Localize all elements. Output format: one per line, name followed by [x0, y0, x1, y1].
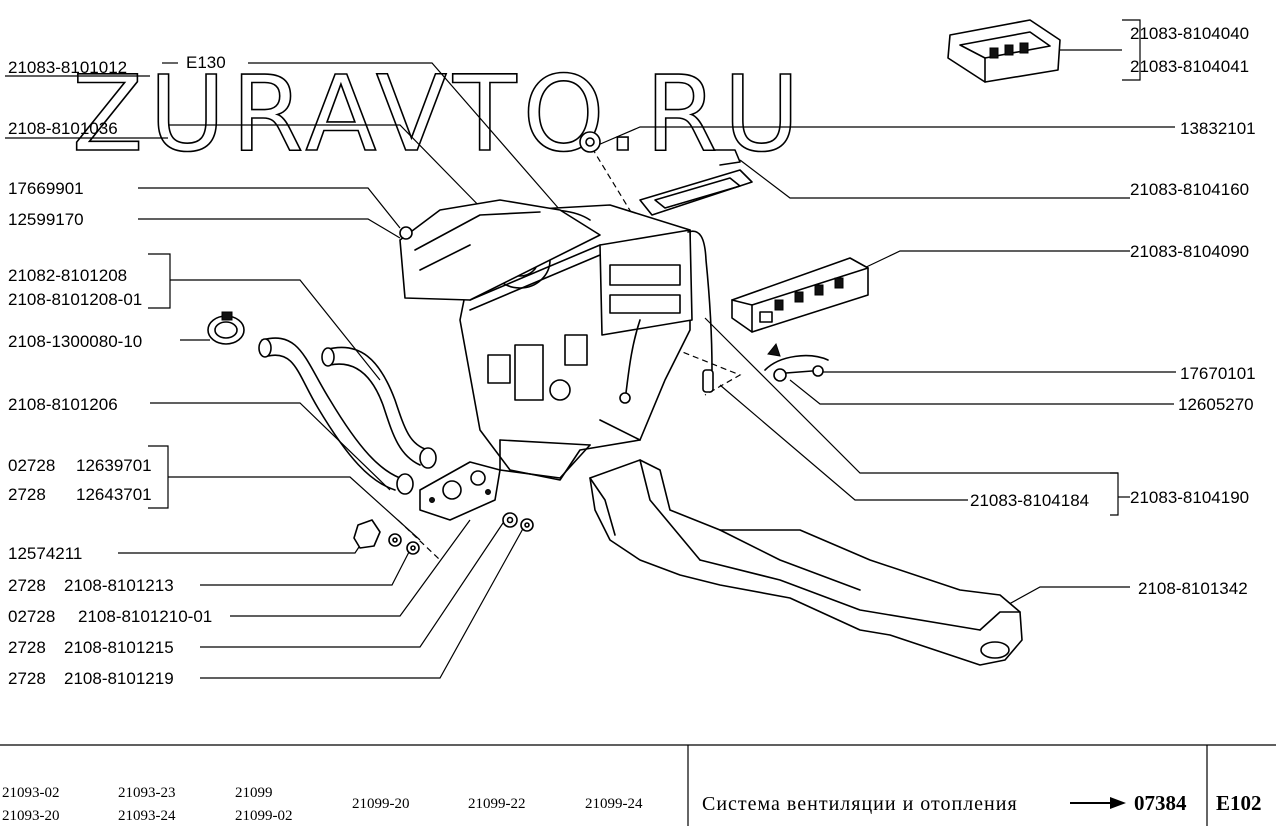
label-l14a: 2728	[8, 669, 46, 688]
part-cable-rod	[619, 230, 714, 404]
label-r4: 21083-8104160	[1130, 180, 1249, 199]
label-l9a: 2728	[8, 485, 46, 504]
label-l3: 17669901	[8, 179, 84, 198]
watermark: ZURAVTO.RU	[72, 53, 806, 175]
part-hose-2	[321, 346, 437, 469]
model-3-line1: 21099	[235, 785, 273, 801]
label-r8: 21083-8104184	[970, 491, 1089, 510]
arrow-icon	[1070, 797, 1126, 809]
model-2-line2: 21093-24	[118, 808, 176, 824]
label-l7: 2108-8101206	[8, 395, 118, 414]
diagram-title: Система вентиляции и отопления	[702, 793, 1018, 815]
part-hose-1	[258, 337, 414, 495]
catalog-code: 07384	[1134, 791, 1187, 815]
label-r1: 21083-8104040	[1130, 24, 1249, 43]
label-l4: 12599170	[8, 210, 84, 229]
label-r7: 12605270	[1178, 395, 1254, 414]
model-1-line2: 21093-20	[2, 808, 60, 824]
label-r5: 21083-8104090	[1130, 242, 1249, 261]
label-l12a: 02728	[8, 607, 55, 626]
part-control-unit	[731, 257, 869, 333]
label-l14b: 2108-8101219	[64, 669, 174, 688]
model-2-line1: 21093-23	[118, 785, 176, 801]
part-hose-clamp	[207, 311, 245, 345]
title-block: 21093-02 21093-20 21093-23 21093-24 2109…	[0, 744, 1276, 826]
label-l13a: 2728	[8, 638, 46, 657]
part-small-nut	[579, 131, 601, 153]
label-l12b: 2108-8101210-01	[78, 607, 212, 626]
label-l11b: 2108-8101213	[64, 576, 174, 595]
label-l5a: 21082-8101208	[8, 266, 127, 285]
label-l6: 2108-1300080-10	[8, 332, 142, 351]
label-l8a: 02728	[8, 456, 55, 475]
label-l11a: 2728	[8, 576, 46, 595]
sheet-code: E102	[1216, 791, 1262, 815]
label-r3: 13832101	[1180, 119, 1256, 138]
part-flap-plate	[639, 149, 753, 216]
part-screw	[764, 342, 829, 382]
label-l1a: 21083-8101012	[8, 58, 127, 77]
label-l8b: 12639701	[76, 456, 152, 475]
part-nut-washers	[353, 512, 534, 555]
model-5: 21099-22	[468, 796, 526, 812]
label-l13b: 2108-8101215	[64, 638, 174, 657]
part-control-panel-top	[947, 19, 1061, 83]
label-l2: 2108-8101036	[8, 119, 118, 138]
model-3-line2: 21099-02	[235, 808, 293, 824]
label-l5b: 2108-8101208-01	[8, 290, 142, 309]
left-callouts: 21083-8101012 E130 2108-8101036 17669901…	[8, 53, 226, 688]
label-r2: 21083-8104041	[1130, 57, 1249, 76]
label-l10: 12574211	[8, 544, 82, 563]
right-callouts: 21083-8104040 21083-8104041 13832101 210…	[970, 24, 1256, 598]
label-l1b: E130	[186, 53, 226, 72]
label-r9: 21083-8104190	[1130, 488, 1249, 507]
model-6: 21099-24	[585, 796, 643, 812]
label-r6: 17670101	[1180, 364, 1256, 383]
part-air-duct	[589, 459, 1023, 666]
label-l9b: 12643701	[76, 485, 152, 504]
part-fan-housing-top	[399, 199, 601, 301]
label-r10: 2108-8101342	[1138, 579, 1248, 598]
model-1-line1: 21093-02	[2, 785, 60, 801]
part-valve-flange	[419, 461, 501, 521]
model-4: 21099-20	[352, 796, 410, 812]
